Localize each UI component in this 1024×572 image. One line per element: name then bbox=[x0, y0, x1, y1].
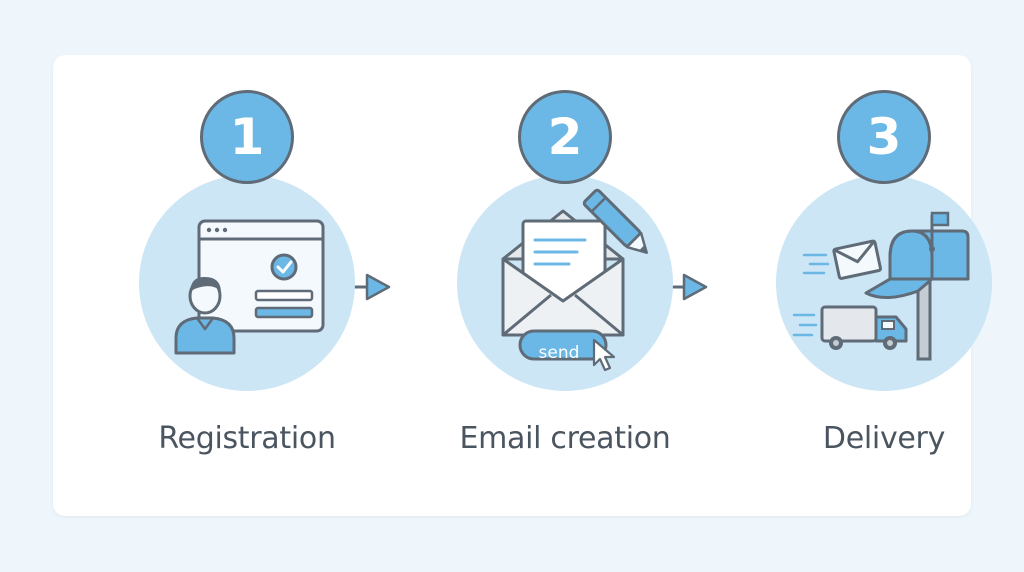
step-number-badge: 2 bbox=[518, 90, 612, 184]
envelope-compose-icon bbox=[501, 188, 648, 372]
step-illustration: send bbox=[457, 175, 673, 391]
registration-form-icon bbox=[174, 219, 325, 355]
step-email-creation: 2 bbox=[445, 55, 685, 516]
step-number-badge: 3 bbox=[837, 90, 931, 184]
step-label: Delivery bbox=[822, 421, 946, 456]
step-label: Email creation bbox=[459, 421, 671, 456]
send-button: send bbox=[538, 343, 580, 363]
step-registration: 1 Registration bbox=[127, 55, 367, 516]
step-illustration bbox=[776, 175, 992, 391]
step-illustration bbox=[139, 175, 355, 391]
step-number-badge: 1 bbox=[200, 90, 294, 184]
process-card: 1 Registration bbox=[53, 55, 992, 516]
step-label: Registration bbox=[158, 421, 336, 456]
step-delivery: 3 bbox=[764, 55, 1004, 516]
mailbox-delivery-icon bbox=[792, 211, 970, 361]
